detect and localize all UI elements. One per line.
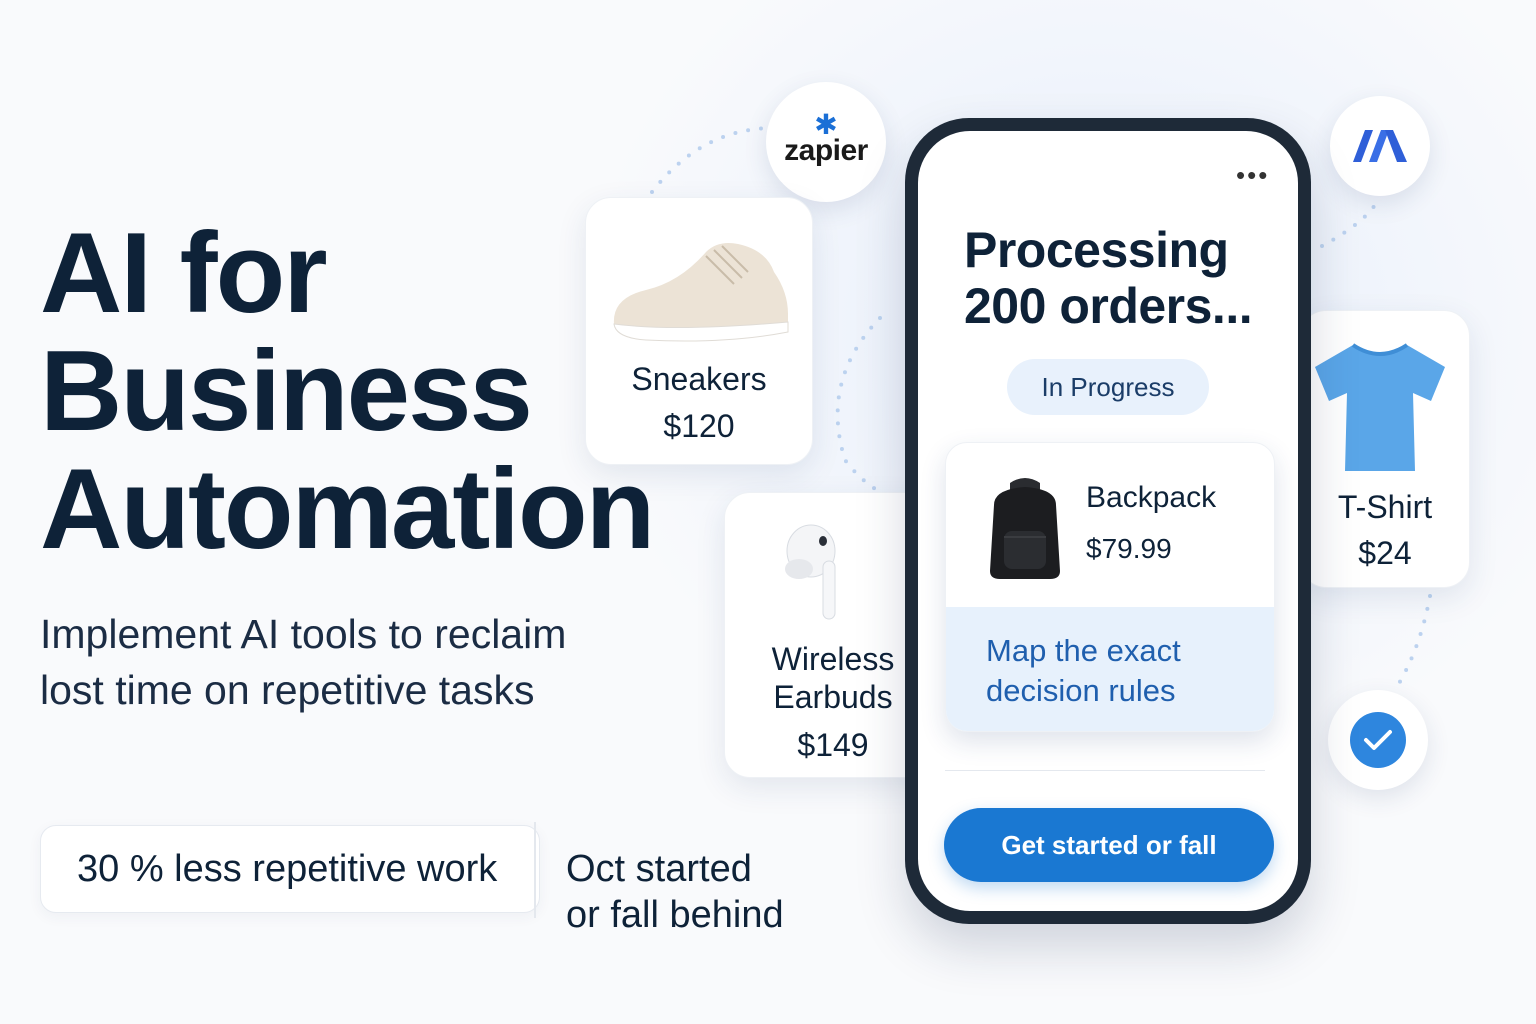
product-price: $24 xyxy=(1358,535,1412,571)
zapier-logo-icon[interactable]: ✱ zapier xyxy=(766,82,886,202)
headline-line: Business xyxy=(40,328,533,455)
phone-title: Processing 200 orders... xyxy=(964,222,1284,334)
subhead-line: Implement AI tools to reclaim xyxy=(40,611,567,657)
cta-line: Oct started xyxy=(566,848,752,890)
sneaker-image xyxy=(613,243,789,342)
checkmark-badge[interactable] xyxy=(1328,690,1428,790)
order-note: Map the exact decision rules xyxy=(946,607,1274,731)
divider xyxy=(534,822,536,918)
product-price: $149 xyxy=(797,727,869,763)
headline-line: AI for xyxy=(40,210,328,337)
note-line: decision rules xyxy=(986,673,1176,708)
zapier-label: zapier xyxy=(784,134,868,167)
asterisk-icon: ✱ xyxy=(814,109,838,140)
note-text: Map the exact decision rules xyxy=(986,631,1246,711)
backpack-image xyxy=(990,478,1060,579)
checkmark-icon xyxy=(1350,712,1406,768)
divider xyxy=(945,770,1265,771)
headline: AI for Business Automation xyxy=(40,215,700,569)
product-name: T-Shirt xyxy=(1337,489,1433,525)
more-options-icon[interactable]: ••• xyxy=(1236,160,1270,190)
cta-text: Oct started or fall behind xyxy=(566,846,846,938)
product-card-tshirt[interactable]: T-Shirt $24 xyxy=(1300,310,1470,588)
note-line: Map the exact xyxy=(986,633,1181,668)
product-name: Sneakers xyxy=(631,361,767,397)
product-card-sneakers[interactable]: Sneakers $120 xyxy=(585,197,813,465)
title-line: Processing xyxy=(964,222,1229,278)
product-price: $120 xyxy=(663,408,735,444)
status-badge: In Progress xyxy=(1007,359,1209,415)
subhead-line: lost time on repetitive tasks xyxy=(40,667,535,713)
get-started-button[interactable]: Get started or fall xyxy=(944,808,1274,882)
tshirt-image xyxy=(1315,343,1445,471)
subheadline: Implement AI tools to reclaim lost time … xyxy=(40,606,660,718)
make-logo-icon[interactable] xyxy=(1330,96,1430,196)
headline-line: Automation xyxy=(40,446,655,573)
order-name: Backpack xyxy=(1086,481,1217,514)
order-price: $79.99 xyxy=(1086,533,1172,564)
product-name: Earbuds xyxy=(773,679,893,715)
stat-box: 30 % less repetitive work xyxy=(40,825,540,913)
earbud-image xyxy=(785,524,836,620)
make-logo-shape xyxy=(1353,130,1407,162)
product-name: Wireless xyxy=(771,641,895,677)
order-card[interactable]: Backpack $79.99 Map the exact decision r… xyxy=(945,442,1275,732)
cta-line: or fall behind xyxy=(566,894,784,936)
stat-text: 30 % less repetitive work xyxy=(77,847,498,890)
title-line: 200 orders... xyxy=(964,278,1253,334)
